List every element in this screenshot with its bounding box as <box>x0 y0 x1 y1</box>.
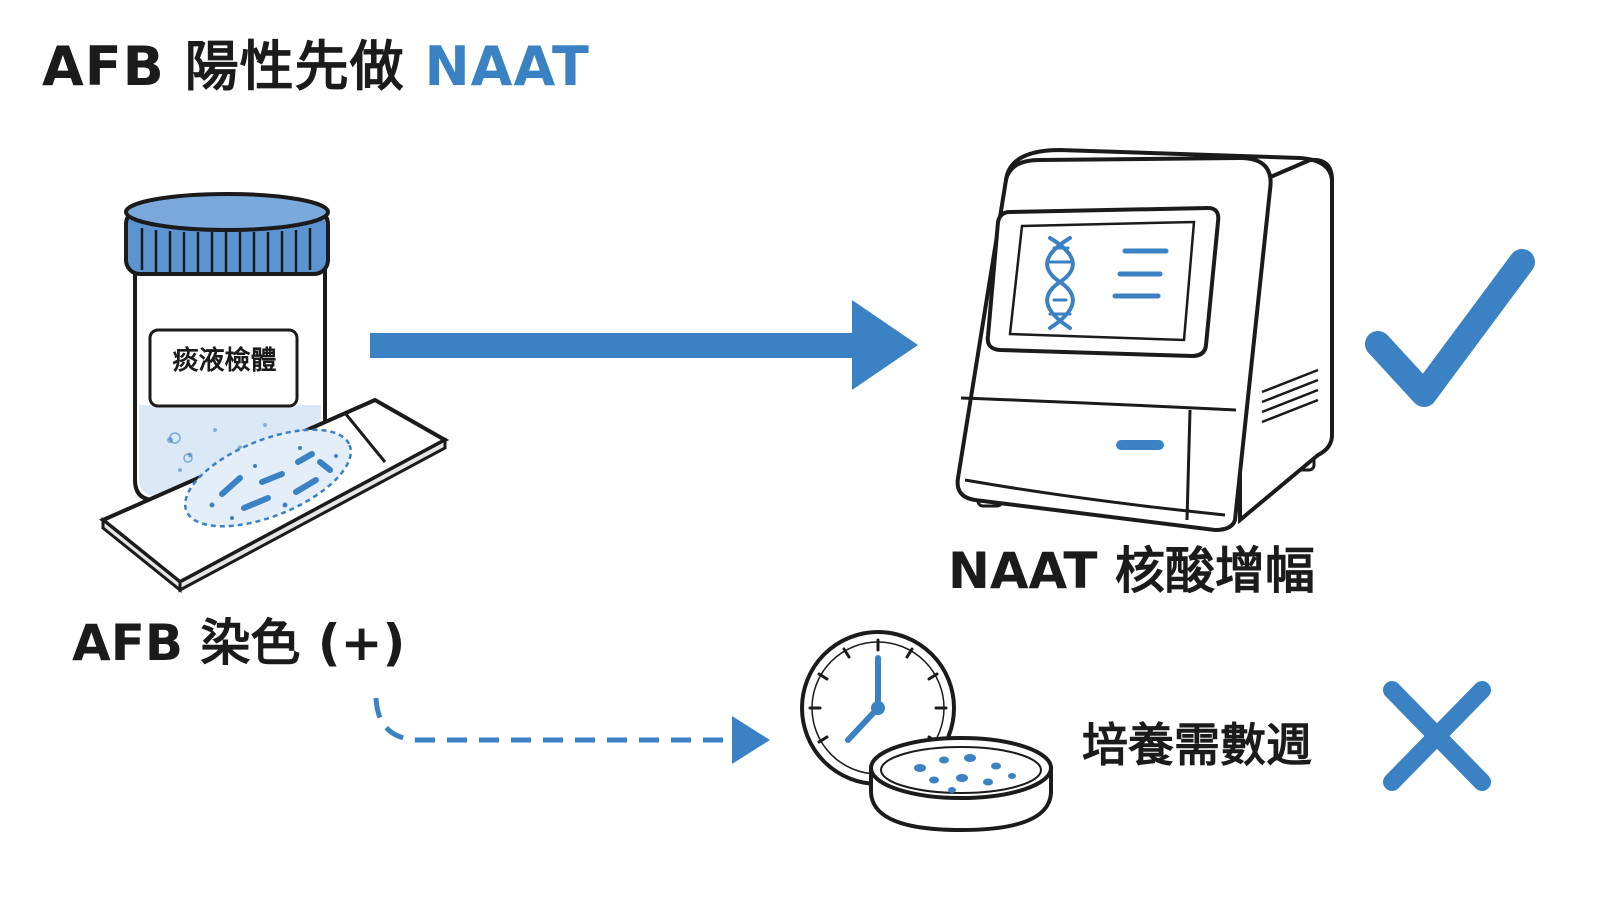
title-prefix: AFB 陽性先做 <box>42 35 425 98</box>
title-highlight: NAAT <box>424 35 590 98</box>
check-mark-icon <box>1365 249 1535 407</box>
naat-caption: NAAT 核酸增幅 <box>948 542 1315 600</box>
microscope-slide-icon <box>99 397 450 594</box>
slow-path-dashed-arrow-icon <box>373 697 770 764</box>
naat-machine-icon <box>955 147 1334 533</box>
afb-stain-caption: AFB 染色 (+) <box>72 614 406 672</box>
culture-caption: 培養需數週 <box>1082 718 1312 772</box>
sputum-jar-icon <box>124 192 330 502</box>
page-title: AFB 陽性先做 NAAT <box>42 40 590 94</box>
jar-label: 痰液檢體 <box>172 346 277 376</box>
petri-dish-icon <box>869 736 1053 833</box>
main-flow-arrow-icon <box>370 300 918 390</box>
cross-mark-icon <box>1383 681 1491 791</box>
